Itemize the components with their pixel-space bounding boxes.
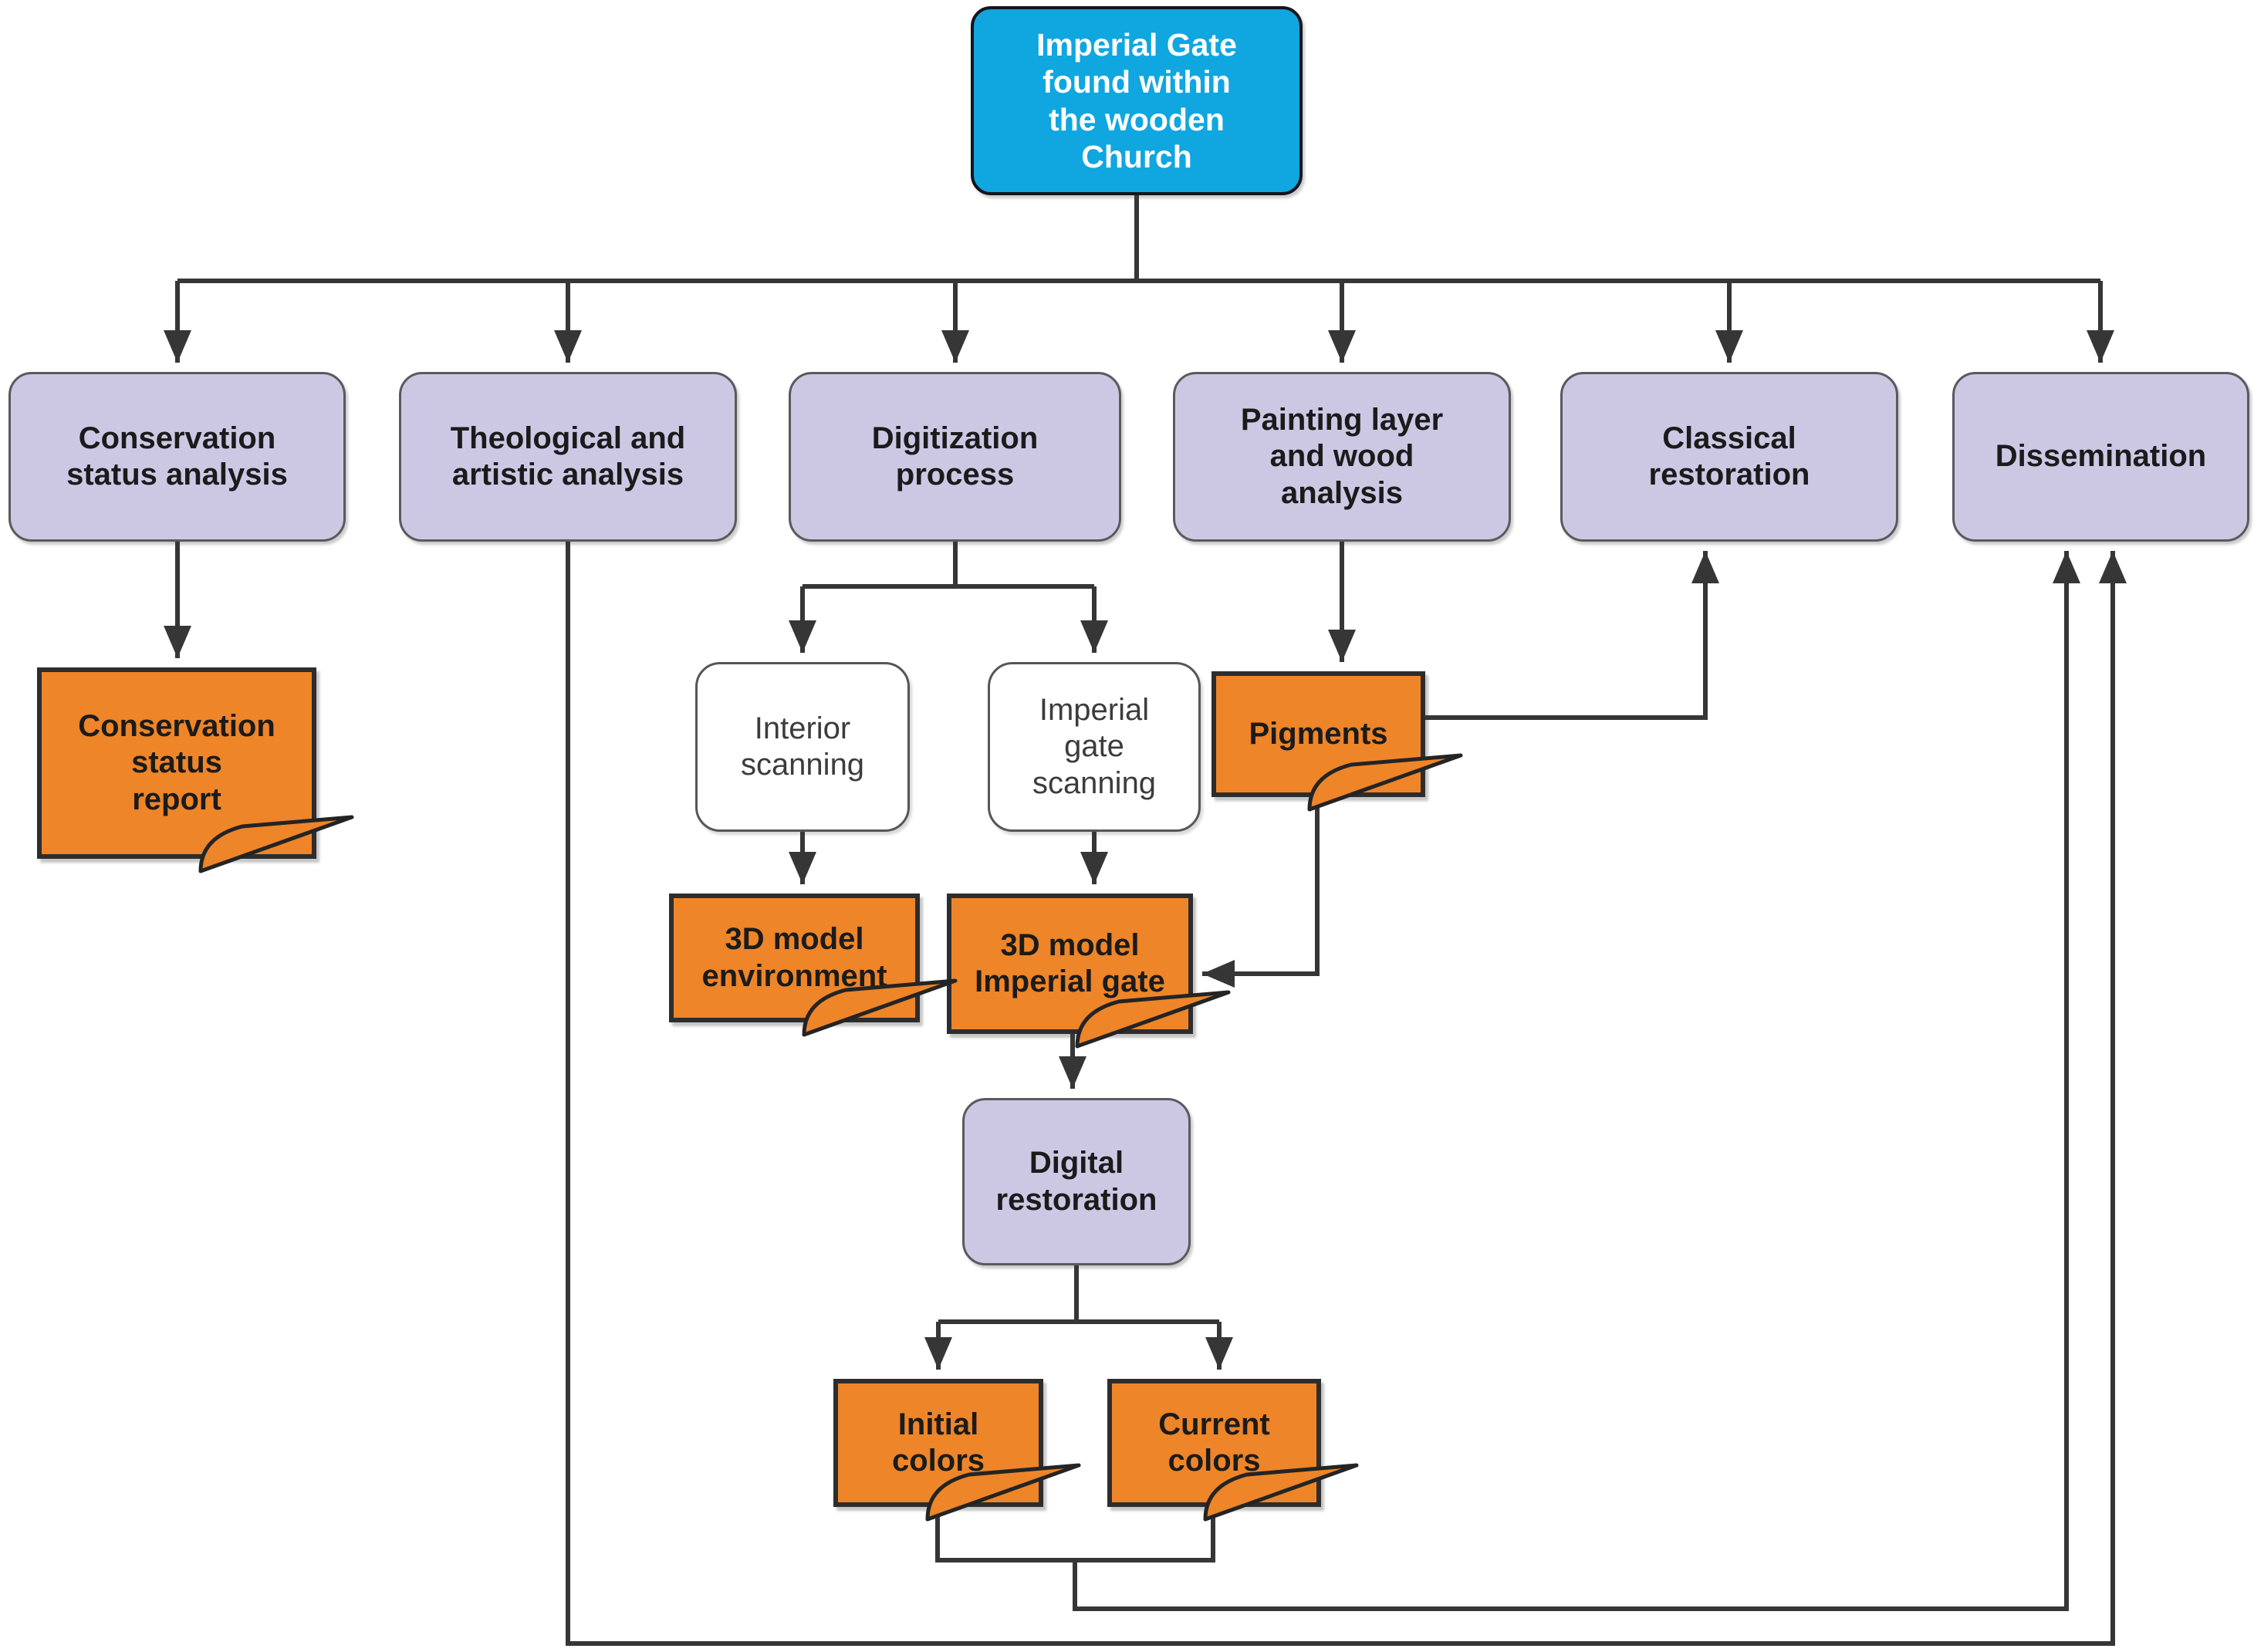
edge-pigments-to-gate-model [1202, 797, 1320, 988]
node-conservation-status-report: Conservation status report [37, 667, 316, 859]
edge-pigments-to-classical [1425, 551, 1719, 720]
node-imperial-gate-scanning: Imperial gate scanning [988, 662, 1201, 832]
node-digitization-process: Digitization process [789, 372, 1121, 542]
node-conservation-status-analysis: Conservation status analysis [8, 372, 346, 542]
node-theological-artistic-analysis: Theological and artistic analysis [399, 372, 737, 542]
node-imperial-gate-root: Imperial Gate found within the wooden Ch… [971, 6, 1303, 195]
node-initial-colors: Initial colors [833, 1379, 1043, 1507]
node-3d-model-imperial-gate: 3D model Imperial gate [947, 894, 1193, 1034]
node-interior-scanning: Interior scanning [695, 662, 910, 832]
node-current-colors: Current colors [1107, 1379, 1321, 1507]
edge-colors-merge [935, 1507, 1215, 1562]
node-classical-restoration: Classical restoration [1560, 372, 1898, 542]
node-pigments: Pigments [1211, 671, 1425, 797]
node-dissemination: Dissemination [1952, 372, 2249, 542]
node-painting-layer-wood-analysis: Painting layer and wood analysis [1173, 372, 1511, 542]
node-3d-model-environment: 3D model environment [669, 894, 920, 1022]
node-digital-restoration: Digital restoration [962, 1098, 1191, 1265]
